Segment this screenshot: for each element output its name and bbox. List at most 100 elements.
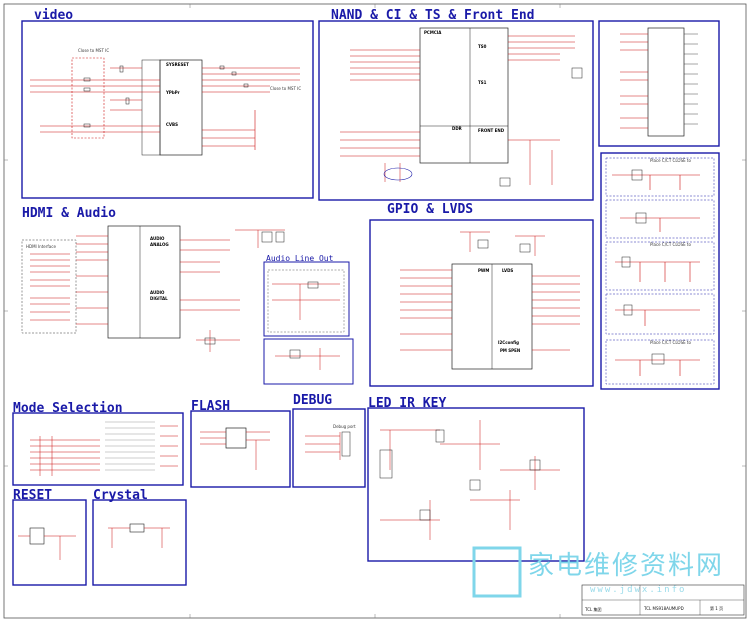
mode-frame bbox=[12, 412, 184, 486]
block-audio-extra bbox=[263, 338, 354, 385]
power-components bbox=[621, 169, 665, 365]
video-ic-main bbox=[159, 59, 203, 156]
crystal-title: Crystal bbox=[93, 488, 148, 503]
svg-text:SYSRESET: SYSRESET bbox=[166, 62, 189, 67]
mode-title: Mode Selection bbox=[13, 401, 123, 416]
title-block-row1: TCL MS918AUMUPD bbox=[643, 606, 684, 611]
svg-text:Close to MST IC: Close to MST IC bbox=[270, 86, 301, 91]
audio-line-out-title: Audio Line Out bbox=[266, 254, 334, 263]
block-gpio: GPIO & LVDS PWM LVDS I2Cconfig PM SPEN bbox=[369, 202, 594, 387]
svg-text:AUDIO: AUDIO bbox=[150, 236, 165, 241]
nand-ic bbox=[419, 27, 509, 164]
gpio-frame bbox=[369, 219, 594, 387]
gpio-components bbox=[477, 239, 531, 253]
ledir-title: LED IR KEY bbox=[368, 396, 446, 411]
power-dashed-1 bbox=[605, 157, 715, 197]
watermark-text: 家电维修资料网 bbox=[528, 551, 724, 581]
block-reset: RESET bbox=[12, 488, 87, 586]
block-hdmi: HDMI & Audio HDMI Interface AUDIO ANALOG… bbox=[21, 206, 285, 352]
gpio-wires bbox=[400, 231, 580, 351]
svg-text:TS0: TS0 bbox=[478, 44, 487, 49]
video-wires bbox=[30, 67, 300, 150]
nand-title: NAND & CI & TS & Front End bbox=[331, 8, 535, 23]
power-frame bbox=[600, 152, 720, 390]
svg-text:DIGITAL: DIGITAL bbox=[150, 296, 168, 301]
power-wires bbox=[612, 174, 700, 376]
svg-text:Place C/CT CLOSE to: Place C/CT CLOSE to bbox=[650, 340, 691, 345]
flash-title: FLASH bbox=[191, 399, 230, 414]
video-frame bbox=[21, 20, 314, 199]
svg-text:Close to MST IC: Close to MST IC bbox=[78, 48, 109, 53]
svg-text:DDR: DDR bbox=[452, 126, 462, 131]
video-ic-side bbox=[141, 59, 161, 156]
hdmi-ic-main bbox=[107, 225, 181, 339]
nand-wires bbox=[340, 35, 575, 185]
hdmi-title: HDMI & Audio bbox=[22, 206, 116, 221]
block-debug: DEBUG Debug port bbox=[292, 393, 366, 488]
svg-text:Place C/CT CLOSE to: Place C/CT CLOSE to bbox=[650, 242, 691, 247]
title-block: TCL 集团 TCL MS918AUMUPD 第 1 页 bbox=[581, 584, 745, 616]
svg-text:Place C/CT CLOSE to: Place C/CT CLOSE to bbox=[650, 158, 691, 163]
video-title: video bbox=[34, 8, 73, 23]
block-connector bbox=[598, 20, 720, 147]
debug-title: DEBUG bbox=[293, 393, 332, 408]
connector-pins bbox=[684, 33, 698, 125]
svg-text:PWM: PWM bbox=[478, 268, 489, 273]
audio-extra-frame bbox=[263, 338, 354, 385]
block-audio-line-out: Audio Line Out bbox=[263, 254, 350, 337]
svg-text:ANALOG: ANALOG bbox=[150, 242, 169, 247]
block-power: Place C/CT CLOSE to Place C/CT CLOSE to … bbox=[600, 152, 720, 390]
video-components bbox=[83, 65, 249, 128]
mode-wires bbox=[30, 425, 178, 476]
power-dashed-4 bbox=[605, 293, 715, 335]
hdmi-interface-label: HDMI Interface bbox=[26, 244, 56, 249]
hdmi-connector-wires bbox=[30, 253, 70, 321]
svg-text:PM SPEN: PM SPEN bbox=[500, 348, 520, 353]
ledir-components bbox=[379, 429, 541, 521]
flash-frame bbox=[190, 410, 291, 488]
connector-frame bbox=[598, 20, 720, 147]
connector-wires bbox=[620, 33, 648, 129]
block-mode: Mode Selection bbox=[12, 401, 184, 486]
svg-text:LVDS: LVDS bbox=[502, 268, 513, 273]
svg-text:TS1: TS1 bbox=[478, 80, 487, 85]
block-ledir: LED IR KEY bbox=[367, 396, 585, 562]
nand-frame bbox=[318, 20, 594, 201]
title-block-row2: 第 1 页 bbox=[710, 605, 723, 611]
power-dashed-5 bbox=[605, 339, 715, 385]
flash-ic bbox=[225, 427, 247, 449]
border-ticks bbox=[4, 4, 746, 618]
power-dashed-2 bbox=[605, 199, 715, 239]
svg-text:PCMCIA: PCMCIA bbox=[424, 30, 442, 35]
watermark-logo bbox=[472, 546, 522, 598]
mode-text-lines bbox=[105, 421, 155, 471]
block-video: video SYSRESET YPbPr CVBS Close to MST I… bbox=[21, 8, 314, 199]
watermark: 家电维修资料网 www.jdwx.info bbox=[472, 546, 724, 598]
reset-frame bbox=[12, 499, 87, 586]
video-dashed-zone bbox=[71, 57, 105, 139]
debug-port-label: Debug port bbox=[333, 424, 356, 429]
debug-frame bbox=[292, 408, 366, 488]
svg-text:CVBS: CVBS bbox=[166, 122, 178, 127]
reset-title: RESET bbox=[13, 488, 52, 503]
svg-text:YPbPr: YPbPr bbox=[165, 90, 180, 95]
power-dashed-3 bbox=[605, 241, 715, 291]
svg-text:AUDIO: AUDIO bbox=[150, 290, 165, 295]
hdmi-components bbox=[204, 231, 285, 345]
ledir-frame bbox=[367, 407, 585, 562]
nand-components bbox=[499, 67, 583, 187]
connector-ic bbox=[647, 27, 685, 137]
audio-line-out-frame bbox=[263, 261, 350, 337]
crystal-frame bbox=[92, 499, 187, 586]
nand-highlight bbox=[383, 167, 413, 181]
hdmi-wires bbox=[76, 229, 285, 352]
watermark-url: www.jdwx.info bbox=[590, 585, 686, 595]
gpio-title: GPIO & LVDS bbox=[387, 202, 473, 217]
svg-text:FRONT END: FRONT END bbox=[478, 128, 505, 133]
block-flash: FLASH bbox=[190, 399, 291, 488]
block-nand: NAND & CI & TS & Front End PCMCIA TS0 TS… bbox=[318, 8, 594, 201]
title-block-company: TCL 集团 bbox=[584, 606, 602, 612]
block-crystal: Crystal bbox=[92, 488, 187, 586]
svg-text:I2Cconfig: I2Cconfig bbox=[498, 340, 519, 345]
